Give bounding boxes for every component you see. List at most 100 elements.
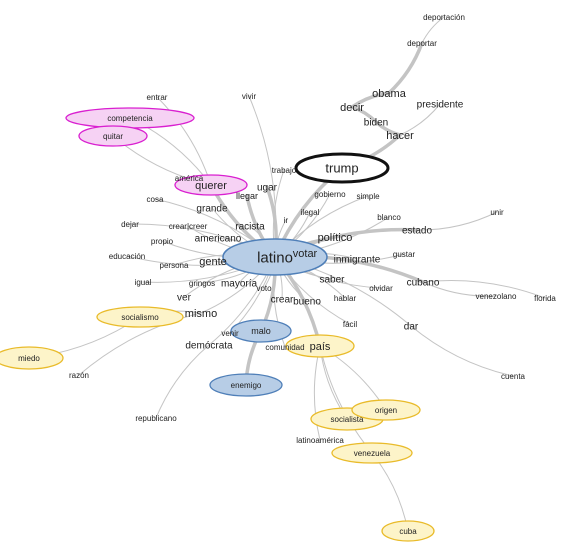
node-querer[interactable]: querer <box>174 174 248 196</box>
node-label-querer: querer <box>195 180 227 192</box>
node-label-mayoria: mayoría <box>221 279 258 290</box>
node-pais[interactable]: país <box>285 334 355 358</box>
node-enemigo[interactable]: enemigo <box>209 373 283 397</box>
node-label-dejar: dejar <box>121 220 139 229</box>
node-trump[interactable]: trump <box>294 152 390 184</box>
node-label-hablar: hablar <box>334 294 357 303</box>
node-votar[interactable]: votar <box>293 248 318 260</box>
node-persona[interactable]: persona <box>160 261 189 270</box>
node-educacion[interactable]: educación <box>109 252 145 261</box>
edge-venezuela-cuba <box>371 452 409 532</box>
node-miedo[interactable]: miedo <box>0 346 64 370</box>
edge-estado-unir <box>416 211 498 231</box>
node-bubble-quitar <box>78 125 148 147</box>
node-razon[interactable]: razón <box>69 371 89 380</box>
node-dar[interactable]: dar <box>404 322 419 333</box>
node-obama[interactable]: obama <box>372 88 407 100</box>
node-politico[interactable]: político <box>318 232 353 244</box>
node-label-venezolano: venezolano <box>476 292 517 301</box>
node-llegar[interactable]: llegar <box>236 191 258 201</box>
node-facil[interactable]: fácil <box>343 320 357 329</box>
node-biden[interactable]: biden <box>364 118 388 129</box>
node-propio[interactable]: propio <box>151 237 174 246</box>
node-cosa[interactable]: cosa <box>147 195 164 204</box>
node-democrata[interactable]: demócrata <box>185 341 233 352</box>
node-cuenta[interactable]: cuenta <box>501 372 526 381</box>
node-gobierno[interactable]: gobierno <box>314 190 346 199</box>
node-deportacion[interactable]: deportación <box>423 13 465 22</box>
node-republicano[interactable]: republicano <box>135 414 177 423</box>
node-gente[interactable]: gente <box>199 256 227 268</box>
node-hacer[interactable]: hacer <box>386 130 414 142</box>
node-decir[interactable]: decir <box>340 102 364 114</box>
node-estado[interactable]: estado <box>402 226 432 237</box>
node-dejar[interactable]: dejar <box>121 220 139 229</box>
node-label-pais: país <box>310 341 331 353</box>
node-gringos[interactable]: gringos <box>189 279 215 288</box>
node-origen[interactable]: origen <box>351 399 421 421</box>
node-label-crearcreer: crear|creer <box>169 222 208 231</box>
node-simple[interactable]: simple <box>356 192 380 201</box>
node-label-politico: político <box>318 232 353 244</box>
node-mayoria[interactable]: mayoría <box>221 279 258 290</box>
node-inmigrante[interactable]: inmigrante <box>334 255 381 266</box>
node-bueno[interactable]: bueno <box>293 297 321 308</box>
node-cubano[interactable]: cubano <box>407 278 440 289</box>
node-hablar[interactable]: hablar <box>334 294 357 303</box>
node-grande[interactable]: grande <box>196 204 228 215</box>
node-saber[interactable]: saber <box>319 275 345 286</box>
node-ilegal[interactable]: ilegal <box>301 208 320 217</box>
node-label-ir: ir <box>284 216 289 225</box>
node-label-trump: trump <box>325 161 358 176</box>
node-olvidar[interactable]: olvidar <box>369 284 393 293</box>
node-venezolano[interactable]: venezolano <box>476 292 517 301</box>
node-ver[interactable]: ver <box>177 293 192 304</box>
node-igual[interactable]: igual <box>135 278 152 287</box>
node-bubble-enemigo <box>209 373 283 397</box>
node-florida[interactable]: florida <box>534 294 556 303</box>
node-americano[interactable]: americano <box>195 234 242 245</box>
node-mismo[interactable]: mismo <box>185 308 217 320</box>
node-ugar[interactable]: ugar <box>257 183 278 194</box>
node-entrar[interactable]: entrar <box>147 93 168 102</box>
edge-mismo-razon <box>78 312 202 376</box>
node-america[interactable]: américa <box>175 174 204 183</box>
node-socialismo[interactable]: socialismo <box>96 306 184 328</box>
node-label-cuba: cuba <box>399 527 417 536</box>
node-presidente[interactable]: presidente <box>417 100 464 111</box>
node-label-gustar: gustar <box>393 250 416 259</box>
node-deportar[interactable]: deportar <box>407 39 437 48</box>
node-trabajo[interactable]: trabajo <box>272 166 297 175</box>
edge-deportar-deportacion <box>421 16 445 44</box>
node-label-ilegal: ilegal <box>301 208 320 217</box>
node-latino[interactable]: latino <box>222 238 328 276</box>
node-bubble-cuba <box>381 520 435 542</box>
node-competencia[interactable]: competencia <box>65 107 195 129</box>
node-venir[interactable]: venir <box>221 329 239 338</box>
edge-pais-venezuela <box>319 345 373 454</box>
node-label-votar: votar <box>293 248 318 260</box>
node-racista[interactable]: racista <box>235 222 265 233</box>
node-label-educacion: educación <box>109 252 145 261</box>
node-crear[interactable]: crear <box>271 295 294 306</box>
node-venezuela[interactable]: venezuela <box>331 442 413 464</box>
node-unir[interactable]: unir <box>490 208 504 217</box>
node-label-latinoamerica: latinoamérica <box>296 436 344 445</box>
edge-obama-deportar <box>387 41 424 95</box>
node-latinoamerica[interactable]: latinoamérica <box>296 436 344 445</box>
node-quitar[interactable]: quitar <box>78 125 148 147</box>
node-label-cosa: cosa <box>147 195 164 204</box>
edge-hacer-biden <box>374 120 402 137</box>
node-gustar[interactable]: gustar <box>393 250 416 259</box>
node-ir[interactable]: ir <box>284 216 289 225</box>
node-malo[interactable]: malo <box>230 319 292 343</box>
node-blanco[interactable]: blanco <box>377 213 401 222</box>
node-comunidad[interactable]: comunidad <box>265 343 304 352</box>
node-vivir[interactable]: vivir <box>242 92 257 101</box>
edge-cubano-florida <box>422 280 546 299</box>
node-label-dar: dar <box>404 322 419 333</box>
node-crearcreer[interactable]: crear|creer <box>169 222 208 231</box>
node-voto[interactable]: voto <box>256 284 272 293</box>
node-cuba[interactable]: cuba <box>381 520 435 542</box>
node-label-biden: biden <box>364 118 388 129</box>
